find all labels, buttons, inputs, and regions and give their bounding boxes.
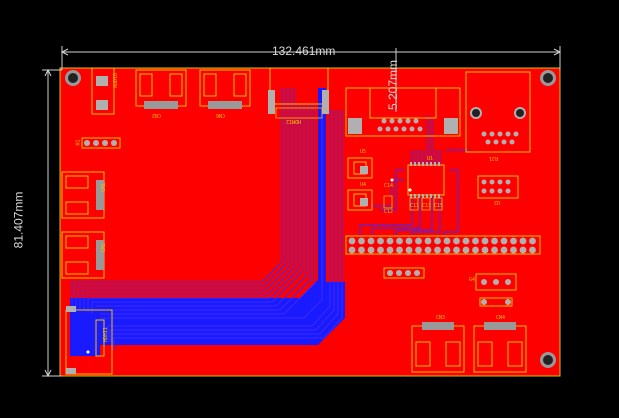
- gpio-pad: [434, 237, 441, 245]
- usb-bottom-cn4: [473, 322, 527, 373]
- gpio-pad: [519, 237, 527, 245]
- usb-left-cn1: [61, 171, 105, 219]
- label-rj1: RJ1: [489, 155, 499, 161]
- gpio-pad: [367, 237, 375, 245]
- gpio-pad: [415, 237, 422, 245]
- gpio-pad: [386, 237, 394, 245]
- g4-header: [475, 273, 517, 307]
- mounting-holes: [65, 70, 556, 368]
- label-cn1: CN1: [101, 182, 107, 192]
- gpio-pad: [405, 246, 413, 254]
- gpio-pad: [491, 237, 498, 245]
- gpio-pad: [462, 237, 470, 245]
- label-cn2: CN2: [152, 112, 162, 118]
- label-g4: G4: [469, 277, 476, 283]
- gpio-pad: [405, 237, 413, 245]
- label-cn6: CN6: [216, 112, 226, 118]
- h1-header: [81, 137, 121, 149]
- db-connector: [345, 87, 461, 137]
- label-cn4: CN4: [496, 315, 506, 321]
- gpio-pad: [424, 246, 432, 254]
- gpio-pad: [377, 246, 384, 254]
- gpio-pad: [434, 246, 441, 254]
- gpio-pad: [443, 237, 451, 245]
- gpio-pad: [348, 237, 356, 245]
- label-cn3: CN3: [436, 315, 446, 321]
- label-c13: C13: [422, 203, 432, 209]
- gpio-pad: [348, 246, 356, 254]
- rj45-connector: [465, 71, 531, 153]
- gpio-pad: [481, 237, 489, 245]
- gpio-pad: [519, 246, 527, 254]
- gpio-pad: [500, 237, 508, 245]
- gpio-pad: [453, 237, 460, 245]
- gpio-pad: [510, 246, 517, 254]
- audio-jack: [91, 67, 115, 115]
- gpio-pad: [491, 246, 498, 254]
- capacitors: [383, 195, 443, 211]
- gpio-pad: [462, 246, 470, 254]
- gpio-pad: [358, 246, 365, 254]
- dimension-lines: [42, 46, 562, 378]
- hdmi2-connector: [268, 67, 329, 119]
- usb-left-cn5: [61, 231, 105, 279]
- gpio-pad: [377, 237, 384, 245]
- label-cn5: CN5: [101, 242, 107, 252]
- label-c12: C12: [384, 209, 394, 215]
- gpio-pad: [358, 237, 365, 245]
- label-h1: H1: [75, 139, 82, 146]
- gpio-pad: [386, 246, 394, 254]
- width-dimension-label: 132.461mm: [272, 44, 336, 58]
- u5-regulator: [347, 157, 373, 179]
- usb-bottom-cn3: [411, 322, 465, 373]
- gpio-pad: [415, 246, 422, 254]
- label-u1: U1: [427, 156, 434, 162]
- label-hdmi2: HDMI2: [286, 118, 302, 124]
- gpio-pad: [500, 246, 508, 254]
- gpio-pad: [481, 246, 489, 254]
- gpio-pad: [443, 246, 451, 254]
- label-c11: C11: [410, 203, 420, 209]
- gpio-pad: [396, 237, 403, 245]
- four-pin-header: [383, 267, 425, 279]
- label-c15: C15: [434, 203, 444, 209]
- small-dimension-label: 5.207mm: [386, 59, 401, 111]
- label-c14: C14: [384, 183, 394, 189]
- gpio-pad: [529, 237, 536, 245]
- label-audio: AUDIO: [113, 72, 119, 88]
- usb-top-cn6: [199, 69, 251, 109]
- u4-regulator: [347, 189, 373, 211]
- hdmi1-connector: [65, 306, 113, 375]
- gpio-pad: [453, 246, 460, 254]
- gpio-pad: [472, 237, 479, 245]
- gpio-pad: [529, 246, 536, 254]
- gpio-pad: [472, 246, 479, 254]
- u1-chip: [407, 162, 445, 198]
- gpio-header: [345, 235, 541, 255]
- gpio-pad: [510, 237, 517, 245]
- gpio-pad: [424, 237, 432, 245]
- vias: [86, 178, 412, 354]
- label-u2: U2: [494, 199, 501, 205]
- label-u5: U5: [360, 149, 367, 155]
- usb-top-cn2: [135, 69, 187, 109]
- label-u4: U4: [360, 182, 367, 188]
- gpio-pad: [367, 246, 375, 254]
- label-hdmi1: HDMI1: [103, 326, 109, 342]
- u2-header: [477, 175, 519, 199]
- gpio-header-outline: [345, 235, 541, 255]
- gpio-pad: [396, 246, 403, 254]
- height-dimension-label: 81.407mm: [11, 191, 26, 249]
